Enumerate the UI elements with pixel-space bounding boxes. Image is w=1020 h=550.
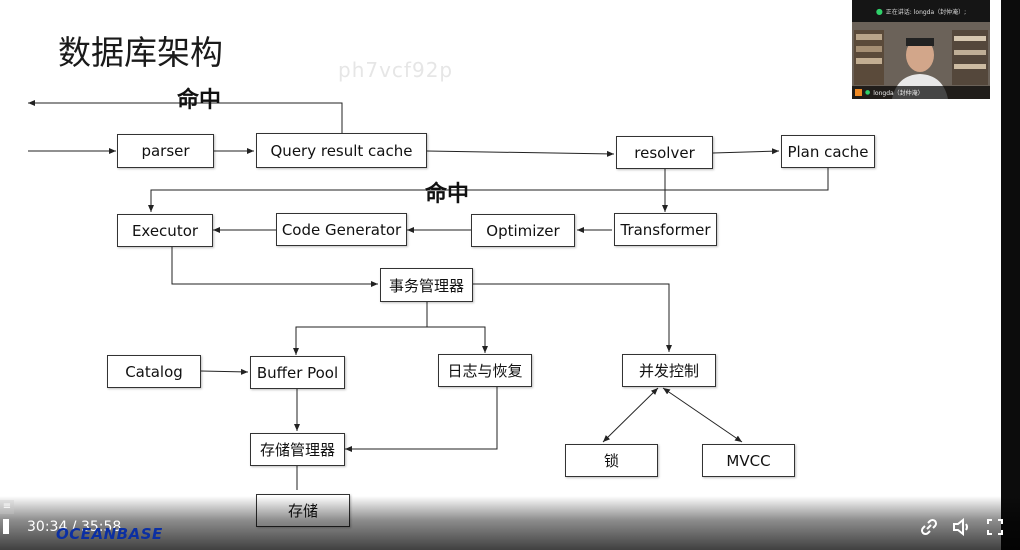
- arrow-txn-log: [427, 326, 488, 353]
- webcam-name-bar: ● longda（封仲淹）: [852, 86, 990, 99]
- box-concurrency-control: 并发控制: [622, 354, 716, 387]
- slide-title: 数据库架构: [58, 33, 223, 72]
- oceanbase-logo: OCEANBASE: [56, 525, 163, 543]
- box-storage-manager: 存储管理器: [250, 433, 345, 466]
- menu-icon[interactable]: ≡: [0, 500, 14, 514]
- speaker-name: longda（封仲淹）: [873, 90, 924, 97]
- arrow-catalog-bufferpool: [200, 368, 249, 375]
- arrow-concurrency-mvcc: [662, 387, 743, 443]
- arrow-plancache-executor: [148, 168, 829, 212]
- link-icon[interactable]: [920, 518, 938, 540]
- box-parser: parser: [117, 134, 214, 168]
- box-executor: Executor: [117, 214, 213, 247]
- arrow-log-storagemgr: [345, 386, 498, 452]
- webcam-speaking-bar: ● 正在讲话: longda（封仲淹）;: [852, 0, 990, 22]
- video-player-bar[interactable]: ≡ 30:34 / 35:58 OCEANBASE: [0, 496, 1020, 550]
- box-transaction-manager: 事务管理器: [380, 268, 473, 302]
- arrow-txn-bufferpool: [293, 326, 427, 355]
- box-code-generator: Code Generator: [276, 213, 407, 246]
- box-catalog: Catalog: [107, 355, 201, 388]
- right-edge-bar: [1001, 0, 1020, 550]
- box-resolver: resolver: [616, 136, 713, 169]
- watermark: ph7vcf92p: [338, 58, 454, 82]
- box-lock: 锁: [565, 444, 658, 477]
- box-buffer-pool: Buffer Pool: [250, 356, 345, 389]
- arrow-txn-concurrency: [473, 283, 672, 352]
- box-plan-cache: Plan cache: [781, 135, 875, 168]
- plan-cache-hit-label: 命中: [425, 182, 470, 207]
- box-query-result-cache: Query result cache: [256, 133, 427, 168]
- box-mvcc: MVCC: [702, 444, 795, 477]
- arrow-cache-hit-out: [28, 100, 343, 134]
- box-transformer: Transformer: [614, 213, 717, 246]
- fullscreen-icon[interactable]: [986, 518, 1004, 540]
- mic-active-icon: ●: [865, 89, 871, 96]
- box-log-recovery: 日志与恢复: [438, 354, 532, 387]
- play-pause-icon[interactable]: [3, 519, 9, 534]
- arrow-concurrency-lock: [602, 387, 659, 443]
- arrow-executor-txn: [171, 246, 378, 287]
- playback-time: 30:34 / 35:58: [27, 519, 122, 535]
- user-icon: [855, 89, 862, 96]
- speaker-webcam[interactable]: ● 正在讲话: longda（封仲淹）; ● longda（封仲淹）: [852, 0, 990, 99]
- cache-hit-label: 命中: [177, 88, 222, 113]
- volume-icon[interactable]: [952, 517, 972, 540]
- arrow-cache-resolver: [426, 150, 615, 157]
- speaking-label: 正在讲话: longda（封仲淹）;: [885, 8, 967, 16]
- arrow-resolver-plancache: [712, 148, 780, 155]
- mic-icon: ●: [875, 6, 883, 16]
- box-optimizer: Optimizer: [471, 214, 575, 247]
